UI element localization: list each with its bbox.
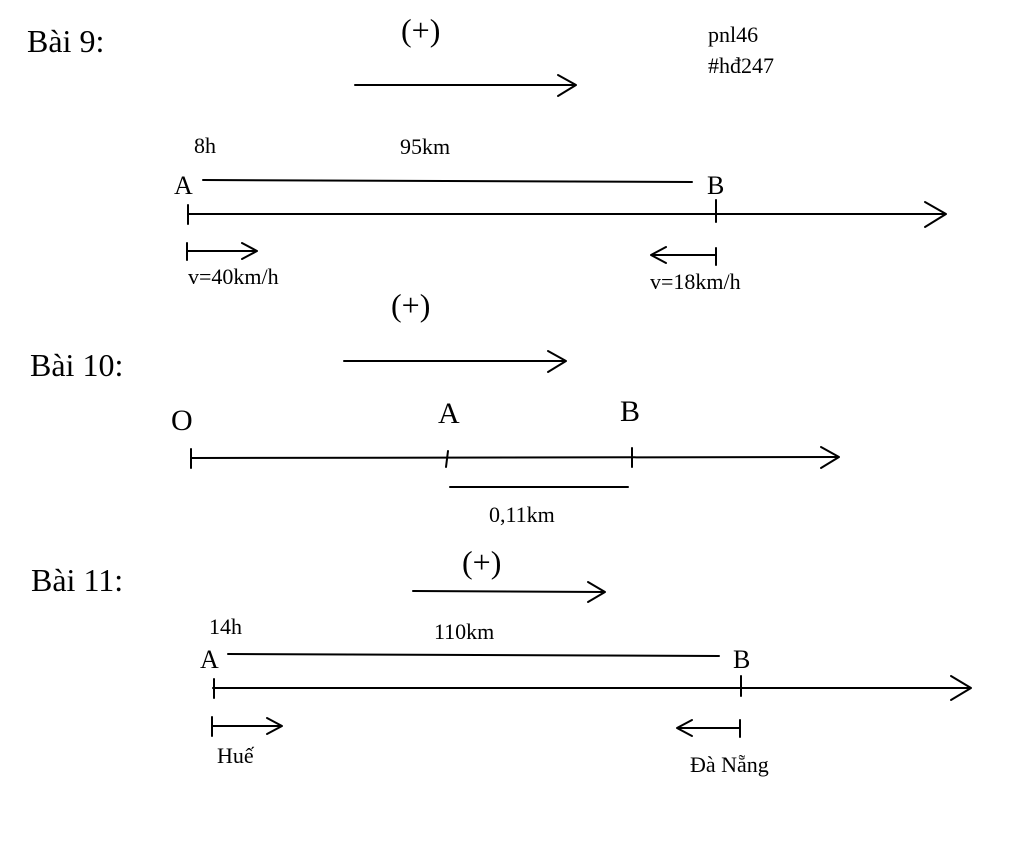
problem11-axis: [212, 675, 972, 701]
problem11-distance: 110km: [434, 619, 495, 644]
problem11-place-hue: Huế: [217, 743, 254, 768]
problem9-time: 8h: [194, 133, 216, 158]
problem9-heading: Bài 9:: [27, 23, 105, 59]
problem10-point-b: B: [620, 395, 641, 428]
problem11-point-b: B: [733, 645, 751, 674]
problem9-axis: [187, 201, 947, 228]
watermark-line1: pnl46: [708, 22, 759, 47]
problem11-arrow-hue: [211, 716, 283, 737]
problem9-direction-arrow: [354, 74, 577, 97]
problem10-direction-sign: (+): [391, 287, 431, 323]
problem10-axis: [190, 446, 840, 469]
problem9-distance: 95km: [400, 134, 451, 159]
problem10-direction-arrow: [343, 350, 567, 373]
problem9-speed-b: v=18km/h: [650, 269, 741, 294]
problem10-distance: 0,11km: [489, 502, 555, 527]
problem11-point-a: A: [200, 645, 219, 674]
problem9-velocity-arrow-a: [186, 242, 258, 261]
problem10-point-o: O: [171, 404, 193, 437]
problem11-direction-arrow: [412, 581, 606, 603]
problem9-distance-line: [202, 179, 693, 183]
problem9-point-a: A: [174, 171, 193, 200]
problem10-heading: Bài 10:: [30, 347, 124, 383]
problem9-speed-a: v=40km/h: [188, 264, 279, 289]
problem11-heading: Bài 11:: [31, 562, 124, 598]
problem11-distance-line: [227, 653, 720, 657]
problem9-velocity-arrow-b: [650, 246, 717, 266]
problem11-place-da-nang: Đà Nẵng: [690, 752, 769, 777]
problem11-arrow-da-nang: [676, 719, 741, 738]
problem10-point-a: A: [438, 397, 460, 430]
problem10-tick-a: [445, 450, 449, 468]
watermark-line2: #hđ247: [708, 53, 774, 78]
problem11-time: 14h: [209, 614, 242, 639]
problem11-direction-sign: (+): [462, 544, 502, 580]
problem9-direction-sign: (+): [401, 12, 441, 48]
problem9-point-b: B: [707, 171, 725, 200]
